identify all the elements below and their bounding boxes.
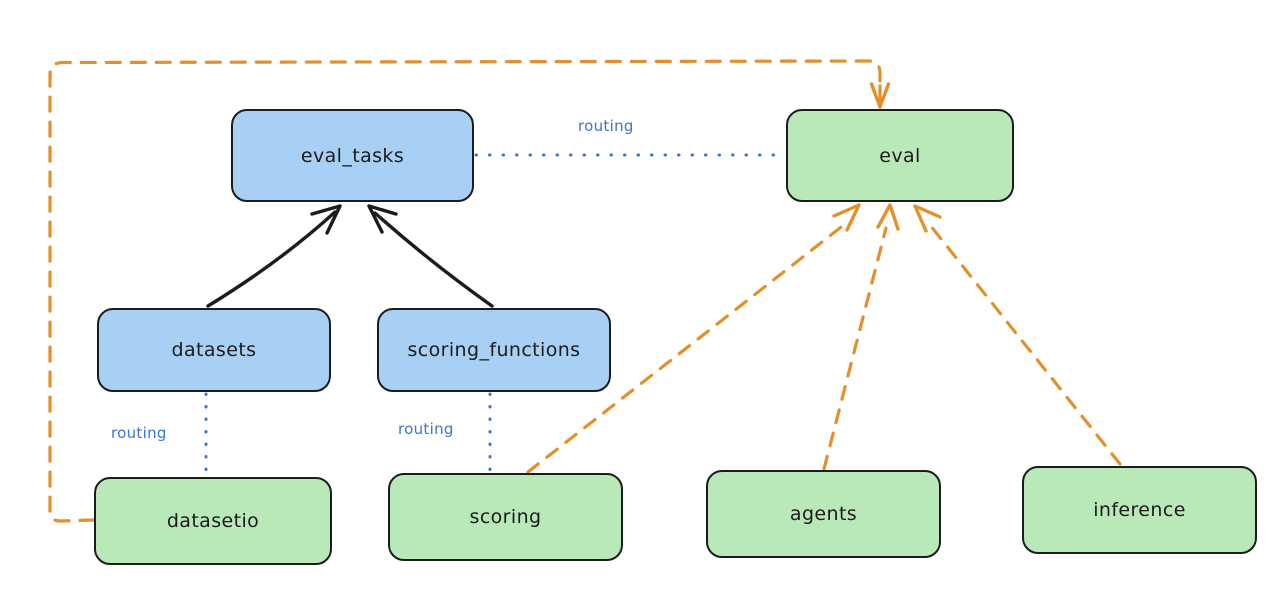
edge-label-routing-middle: routing bbox=[398, 420, 454, 438]
node-eval-tasks[interactable]: eval_tasks bbox=[231, 109, 474, 202]
node-label: scoring_functions bbox=[407, 339, 581, 361]
edge-agents-eval bbox=[822, 203, 900, 471]
edge-datasetio-eval bbox=[48, 59, 891, 523]
node-label: inference bbox=[1093, 499, 1186, 521]
node-label: datasets bbox=[171, 339, 257, 361]
node-label: agents bbox=[789, 503, 858, 525]
edge-label-routing-top: routing bbox=[578, 117, 634, 135]
edge-scoringfn-evaltasks bbox=[367, 204, 494, 308]
node-inference[interactable]: inference bbox=[1022, 466, 1257, 554]
node-label: datasetio bbox=[166, 510, 260, 532]
edge-label-routing-left: routing bbox=[111, 424, 167, 442]
edge-datasets-evaltasks bbox=[206, 204, 342, 308]
edge-scoring-eval bbox=[526, 203, 861, 474]
node-agents[interactable]: agents bbox=[706, 470, 941, 558]
node-eval[interactable]: eval bbox=[786, 109, 1014, 202]
node-datasetio[interactable]: datasetio bbox=[94, 477, 332, 565]
node-datasets[interactable]: datasets bbox=[97, 308, 331, 392]
node-label: eval bbox=[879, 144, 921, 167]
node-scoring-functions[interactable]: scoring_functions bbox=[377, 308, 611, 392]
node-label: scoring bbox=[469, 506, 542, 528]
edge-inference-eval bbox=[913, 204, 1122, 466]
node-label: eval_tasks bbox=[300, 144, 405, 167]
node-scoring[interactable]: scoring bbox=[388, 473, 623, 561]
